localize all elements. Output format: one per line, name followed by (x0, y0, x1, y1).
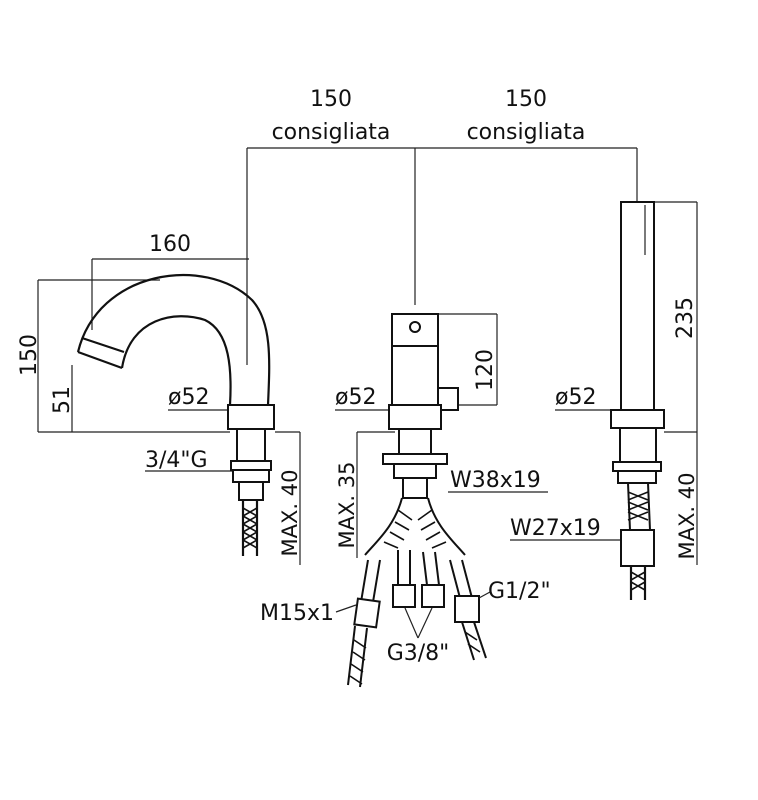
mixer-height-label: 120 (473, 349, 498, 391)
spout-reach-label: 160 (149, 232, 191, 257)
left-spacing-note: consigliata (272, 120, 391, 145)
shower-nut-label: W27x19 (510, 516, 601, 541)
shower-base-diameter-label: ø52 (555, 385, 596, 410)
hose-thread-m-label: M15x1 (260, 601, 334, 626)
shower-max-deck-label: MAX. 40 (675, 473, 699, 560)
left-spacing-value: 150 (310, 87, 352, 112)
shower-dimension-lines (510, 201, 698, 565)
hose-thread-g12-label: G1/2" (488, 579, 551, 604)
hose-label-leaders (335, 591, 491, 639)
right-spacing-note: consigliata (467, 120, 586, 145)
hose-thread-g38-label: G3/8" (387, 641, 450, 666)
spout-max-deck-label: MAX. 40 (278, 470, 302, 557)
mixer-max-deck-label: MAX. 35 (335, 462, 359, 549)
shower-height-label: 235 (673, 297, 698, 339)
spout-body (76, 273, 275, 556)
spout-dimension-lines (37, 258, 301, 565)
mixer-nut-label: W38x19 (450, 468, 541, 493)
right-spacing-value: 150 (505, 87, 547, 112)
spacing-dimension-lines (246, 147, 638, 365)
mixer-base-diameter-label: ø52 (335, 385, 376, 410)
spout-height-label: 150 (17, 334, 42, 376)
spout-thread-label: 3/4"G (145, 448, 208, 473)
spout-outlet-height-label: 51 (50, 386, 75, 414)
mixer-body (364, 313, 466, 556)
mixer-hoses (347, 550, 487, 688)
spout-base-diameter-label: ø52 (168, 385, 209, 410)
shower-body (610, 201, 665, 600)
